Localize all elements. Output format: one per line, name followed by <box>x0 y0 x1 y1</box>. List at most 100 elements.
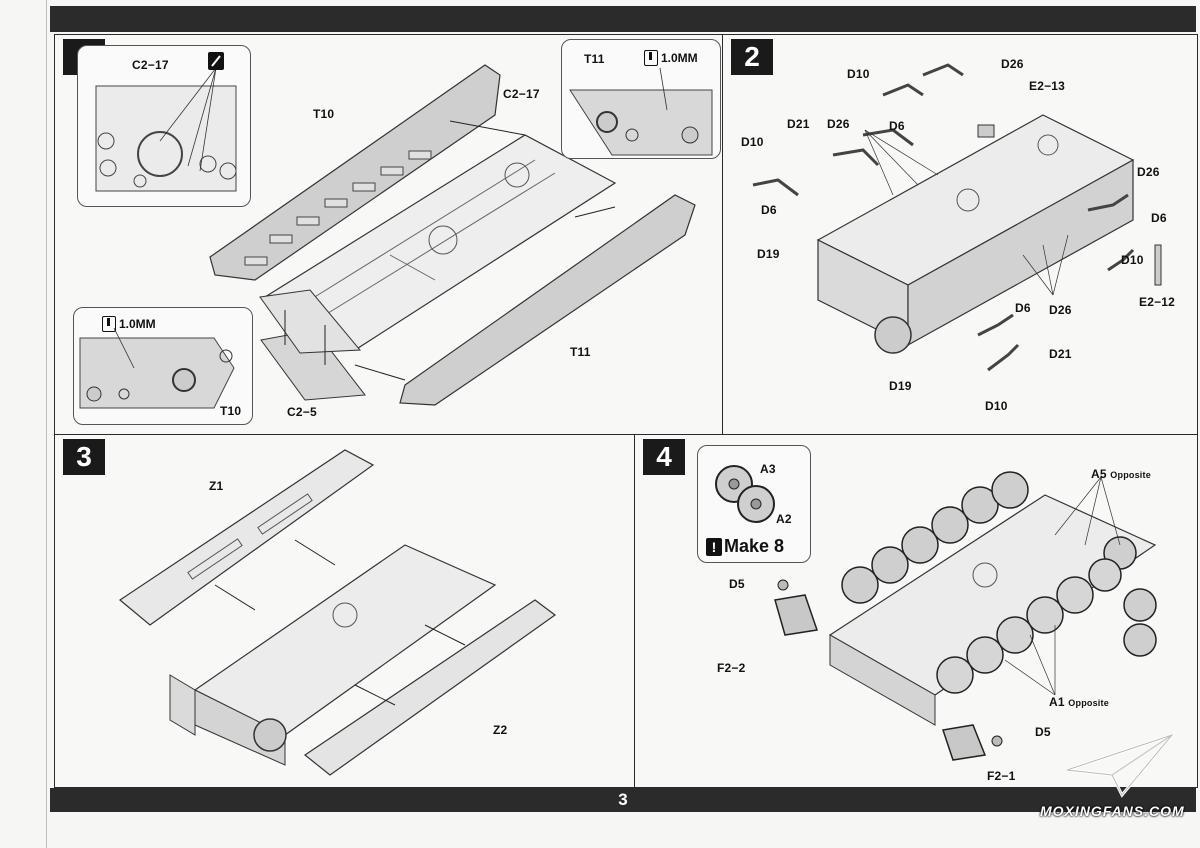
floor-hatch <box>504 162 530 188</box>
pointer-line <box>659 67 668 111</box>
step-3-number: 3 <box>63 439 105 475</box>
pointer-line <box>113 327 135 369</box>
torsion-arm <box>832 148 880 167</box>
axle <box>269 234 293 244</box>
watermark-text: MOXINGFANS.COM <box>1040 803 1185 819</box>
drive-sprocket <box>253 718 287 752</box>
assembly-arrow <box>214 584 256 611</box>
make-quantity-text: Make 8 <box>724 536 785 556</box>
label-d19: D19 <box>757 247 780 261</box>
inset-c2-17-detail: C2−17 <box>77 45 251 207</box>
floor-detail <box>304 159 536 304</box>
label-a5-text: A5 <box>1091 467 1107 481</box>
inset-t10-drawing <box>79 327 235 409</box>
torsion-arm <box>977 313 1014 337</box>
label-c2-17: C2−17 <box>503 87 540 101</box>
t10-frame <box>209 64 501 281</box>
assembly-arrow <box>424 624 466 646</box>
d5-cap <box>991 735 1003 747</box>
road-wheel <box>1123 623 1157 657</box>
drill-size: 1.0MM <box>119 317 156 331</box>
leader-line <box>864 129 894 196</box>
label-a5: A5 Opposite <box>1091 467 1151 481</box>
leader-line <box>864 129 919 186</box>
leader-line <box>1084 476 1102 546</box>
step-4-panel: 4 A3 A2 ! Make 8 <box>634 434 1198 788</box>
z1-slot <box>187 538 243 580</box>
e2-13-plate <box>977 124 995 138</box>
label-d19: D19 <box>889 379 912 393</box>
step-2-illustration <box>752 63 1162 372</box>
hole <box>199 155 217 173</box>
f2-1-sprocket <box>942 724 987 761</box>
hole <box>172 368 196 392</box>
footer-bar: 3 <box>50 788 1196 812</box>
axle <box>296 216 320 226</box>
hole <box>86 386 102 402</box>
inset-road-wheel-drawing <box>715 465 775 523</box>
road-wheel <box>996 616 1034 654</box>
leader-line <box>1052 234 1069 296</box>
label-d10: D10 <box>741 135 764 149</box>
floor-detail <box>324 172 556 316</box>
label-d26: D26 <box>1137 165 1160 179</box>
inset-c2-17-drawing <box>95 52 237 192</box>
inset-label-a2: A2 <box>776 512 792 526</box>
label-d6: D6 <box>889 119 905 133</box>
f2-2-sprocket <box>774 594 818 636</box>
label-z2: Z2 <box>493 723 508 737</box>
road-wheel <box>966 636 1004 674</box>
drill-icon-mark <box>211 55 221 67</box>
pointer-line <box>159 67 217 142</box>
hole <box>219 349 233 363</box>
label-d6: D6 <box>761 203 777 217</box>
inset-label-t10: T10 <box>220 404 242 418</box>
torsion-arm <box>752 178 799 197</box>
label-e2-13: E2−13 <box>1029 79 1066 93</box>
torsion-arm <box>922 63 964 77</box>
make-quantity: ! Make 8 <box>706 536 784 557</box>
hole <box>99 159 117 177</box>
inset-drill-t10: 1.0MM <box>102 316 156 332</box>
drive-sprocket <box>874 316 912 354</box>
road-wheel <box>931 506 969 544</box>
label-t10: T10 <box>313 107 335 121</box>
label-a1-note: Opposite <box>1068 698 1109 708</box>
drill-size: 1.0MM <box>661 51 698 65</box>
inset-t10-detail: 1.0MM T10 <box>73 307 253 425</box>
road-wheel <box>1123 588 1157 622</box>
assembly-arrow <box>449 120 526 136</box>
hole <box>137 131 183 177</box>
hole <box>97 132 115 150</box>
drill-icon <box>644 50 658 66</box>
axle <box>244 256 268 266</box>
step-4-number: 4 <box>643 439 685 475</box>
t11-frame <box>399 194 696 406</box>
floor-hatch <box>428 225 458 255</box>
torsion-arm <box>1107 248 1135 272</box>
road-wheel <box>841 566 879 604</box>
label-a1: A1 Opposite <box>1049 695 1109 709</box>
drill-icon <box>102 316 116 332</box>
label-c2-5: C2−5 <box>287 405 317 419</box>
label-d5: D5 <box>729 577 745 591</box>
hull-hatch <box>972 562 998 588</box>
assembly-arrow <box>294 539 336 566</box>
axle <box>380 166 404 176</box>
z1-slot <box>257 493 313 535</box>
leader-line <box>1054 476 1102 536</box>
inset-label-t11: T11 <box>584 52 605 66</box>
z2-side-panel <box>303 599 557 776</box>
torsion-arm <box>862 128 914 147</box>
pointer-line <box>199 67 217 172</box>
inset-t11-detail: T11 1.0MM <box>561 39 721 159</box>
inset-label-c2-17: C2−17 <box>132 58 169 72</box>
floor-detail <box>389 254 436 281</box>
label-d26: D26 <box>827 117 850 131</box>
road-wheel <box>991 471 1029 509</box>
hole <box>681 126 699 144</box>
page-margin-line <box>46 0 47 848</box>
d5-cap <box>777 579 789 591</box>
step-3-panel: 3 Z1 Z2 <box>54 434 636 788</box>
c2-5-top-plate <box>259 289 362 354</box>
